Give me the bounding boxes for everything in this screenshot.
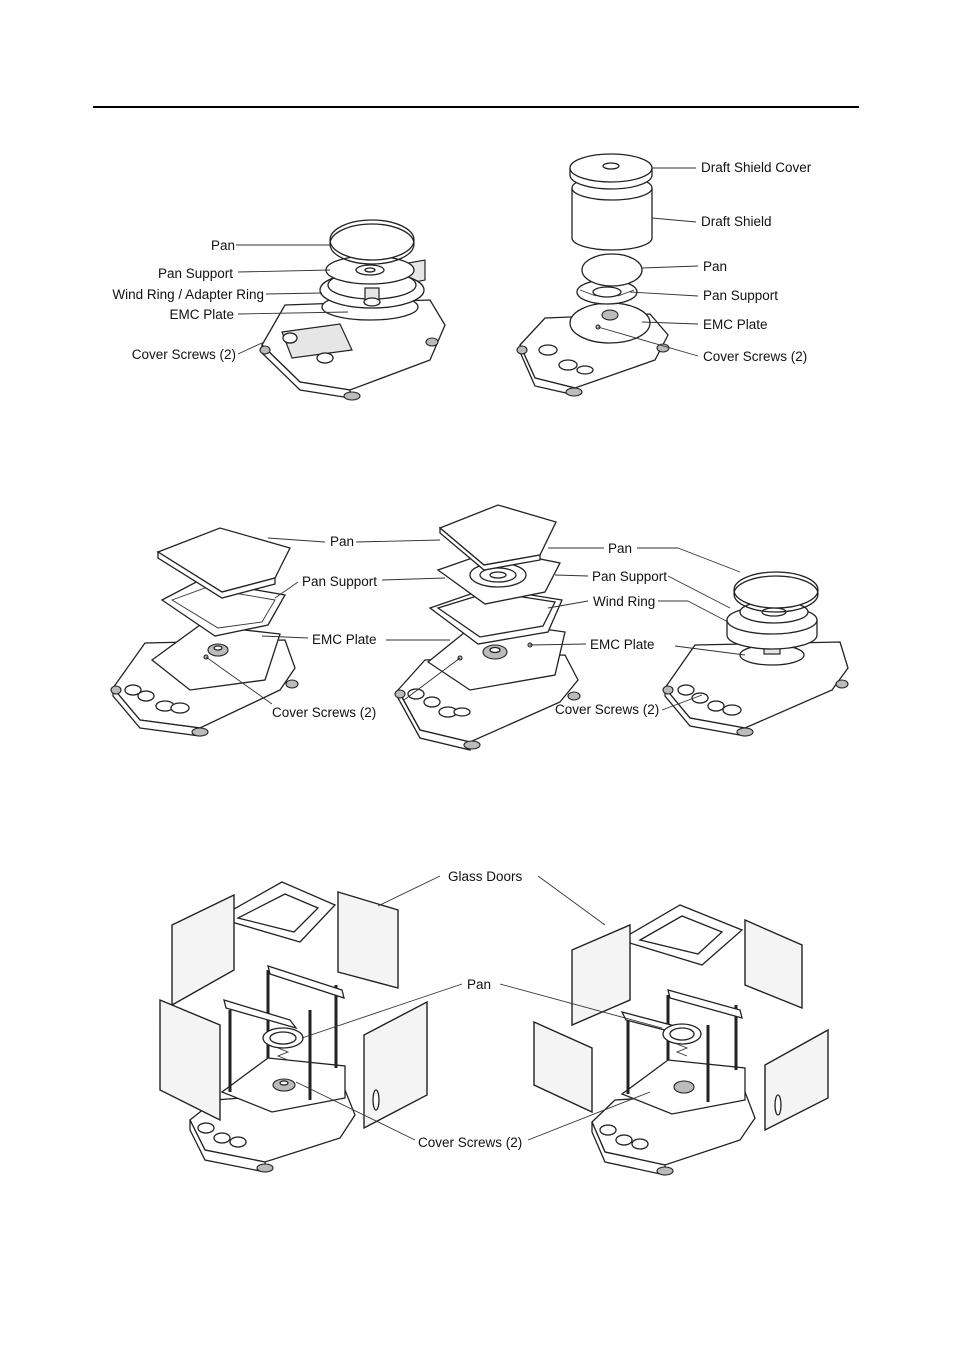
fig1-pan-support-label: Pan Support: [158, 266, 233, 281]
fig3-pan-label: Pan: [330, 534, 354, 549]
figure-analytical-balance-2: [500, 876, 828, 1175]
figure-round-pan-balance: Pan Pan Support Wind Ring / Adapter Ring…: [112, 220, 445, 400]
fig2-pan-support-label: Pan Support: [703, 288, 778, 303]
fig3-pan-support-label: Pan Support: [302, 574, 377, 589]
figure-analytical-balance-1: Glass Doors Pan Cover Screws (2): [160, 869, 523, 1172]
fig3-cover-screws-label: Cover Screws (2): [272, 705, 376, 720]
figure-square-pan-wind-ring-balance: Pan Pan Support Wind Ring EMC Plate Cove…: [356, 505, 667, 750]
fig5-cover-screws-label: Cover Screws (2): [418, 1135, 522, 1150]
figure-round-pan-balance-2: [637, 548, 848, 736]
fig4-pan-support-label: Pan Support: [592, 569, 667, 584]
fig2-draft-shield-label: Draft Shield: [701, 214, 772, 229]
fig2-cover-screws-label: Cover Screws (2): [703, 349, 807, 364]
fig1-pan-label: Pan: [211, 238, 235, 253]
fig2-pan-label: Pan: [703, 259, 727, 274]
fig1-cover-screws-label: Cover Screws (2): [132, 347, 236, 362]
fig5-pan-label: Pan: [467, 977, 491, 992]
fig4-pan-label: Pan: [608, 541, 632, 556]
figure-square-pan-balance: Pan Pan Support EMC Plate Cover Screws (…: [111, 528, 377, 736]
fig1-wind-ring-label: Wind Ring / Adapter Ring: [112, 287, 264, 302]
fig2-draft-shield-cover-label: Draft Shield Cover: [701, 160, 812, 175]
fig4-cover-screws-label: Cover Screws (2): [555, 702, 659, 717]
fig1-emc-plate-label: EMC Plate: [169, 307, 234, 322]
fig3-emc-plate-label: EMC Plate: [312, 632, 377, 647]
fig2-emc-plate-label: EMC Plate: [703, 317, 768, 332]
fig5-glass-doors-label: Glass Doors: [448, 869, 523, 884]
fig4-emc-plate-label: EMC Plate: [590, 637, 655, 652]
figure-draft-shield-balance: Draft Shield Cover Draft Shield Pan Pan …: [517, 154, 812, 396]
fig4-wind-ring-label: Wind Ring: [593, 594, 655, 609]
